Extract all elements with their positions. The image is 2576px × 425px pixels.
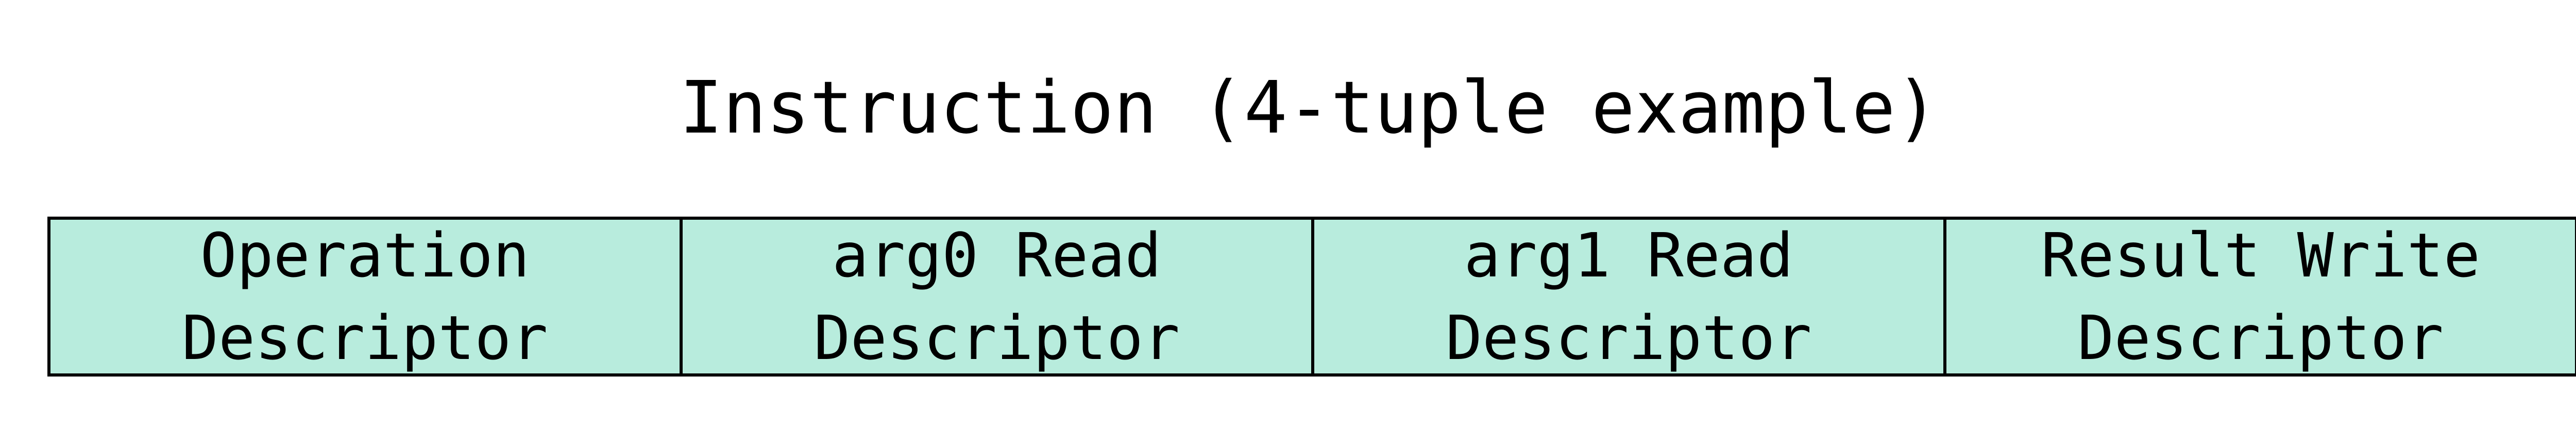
field-label-line1: arg0 Read — [832, 220, 1162, 291]
field-label-line2: Descriptor — [2077, 302, 2444, 373]
field-arg0-read-descriptor: arg0 Read Descriptor — [683, 220, 1314, 373]
field-label-line2: Descriptor — [814, 302, 1180, 373]
field-operation-descriptor: Operation Descriptor — [50, 220, 683, 373]
field-label-line2: Descriptor — [1446, 302, 1812, 373]
field-label-line1: Result Write — [2041, 220, 2480, 291]
field-label-line1: Operation — [200, 220, 530, 291]
diagram-title: Instruction (4-tuple example) — [679, 66, 1939, 150]
field-arg1-read-descriptor: arg1 Read Descriptor — [1314, 220, 1946, 373]
field-result-write-descriptor: Result Write Descriptor — [1946, 220, 2575, 373]
field-label-line2: Descriptor — [182, 302, 548, 373]
field-label-line1: arg1 Read — [1464, 220, 1793, 291]
instruction-fields: Operation Descriptor arg0 Read Descripto… — [47, 217, 2576, 377]
